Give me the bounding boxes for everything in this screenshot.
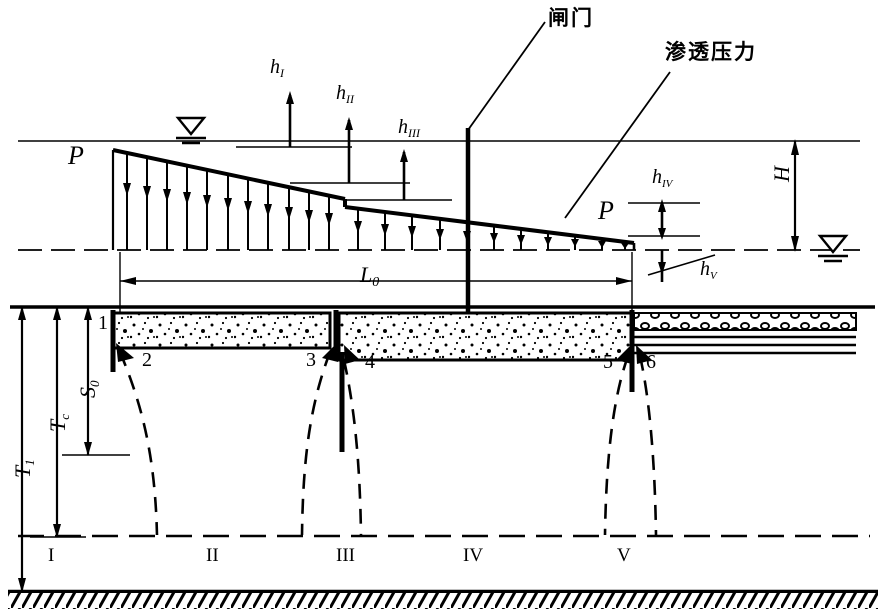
node-number-1: 1 (98, 312, 108, 334)
label-S0: S0 (75, 380, 103, 399)
label-seepage-pressure: 渗透压力 (665, 40, 757, 64)
node-number-2: 2 (142, 349, 152, 371)
h3-dimension (345, 149, 452, 201)
label-h5: hV (700, 258, 717, 283)
L0-dimension (119, 252, 633, 312)
label-h2: hII (336, 82, 354, 107)
water-level-symbol-downstream (817, 234, 849, 263)
label-sluice-gate: 闸门 (548, 6, 594, 30)
pressure-arrows-upstream (123, 153, 333, 250)
label-h3: hIII (398, 116, 420, 141)
callout-leaders (467, 21, 671, 219)
h2-dimension (290, 117, 410, 184)
label-h1: hI (270, 56, 284, 81)
zone-label-5: V (617, 545, 631, 566)
depth-dimensions (18, 306, 130, 593)
zone-label-1: I (48, 545, 55, 566)
H-dimension (791, 139, 799, 252)
label-p-right: P (598, 196, 614, 225)
label-T1: T1 (10, 459, 38, 478)
label-L0: L0 (360, 262, 380, 291)
h4-dimension (628, 199, 700, 240)
node-number-4: 4 (365, 351, 375, 373)
downstream-filter-layers (633, 312, 857, 355)
seepage-flow-lines (118, 351, 658, 536)
label-H: H (769, 166, 794, 182)
label-p-left: P (68, 141, 84, 170)
label-Tc: Tc (45, 413, 73, 432)
water-level-symbol-upstream (175, 116, 207, 145)
apron-upstream (111, 311, 332, 350)
h1-dimension (236, 91, 352, 148)
zone-label-4: IV (463, 545, 484, 566)
node-number-3: 3 (306, 349, 316, 371)
apron-main-floor (337, 311, 634, 362)
node-number-6: 6 (646, 351, 656, 373)
node-number-5: 5 (603, 351, 613, 373)
zone-label-3: III (336, 545, 355, 566)
label-h4: hIV (652, 166, 673, 191)
bedrock-hatch (8, 589, 878, 609)
zone-label-2: II (206, 545, 219, 566)
h5-dimension (647, 250, 716, 282)
